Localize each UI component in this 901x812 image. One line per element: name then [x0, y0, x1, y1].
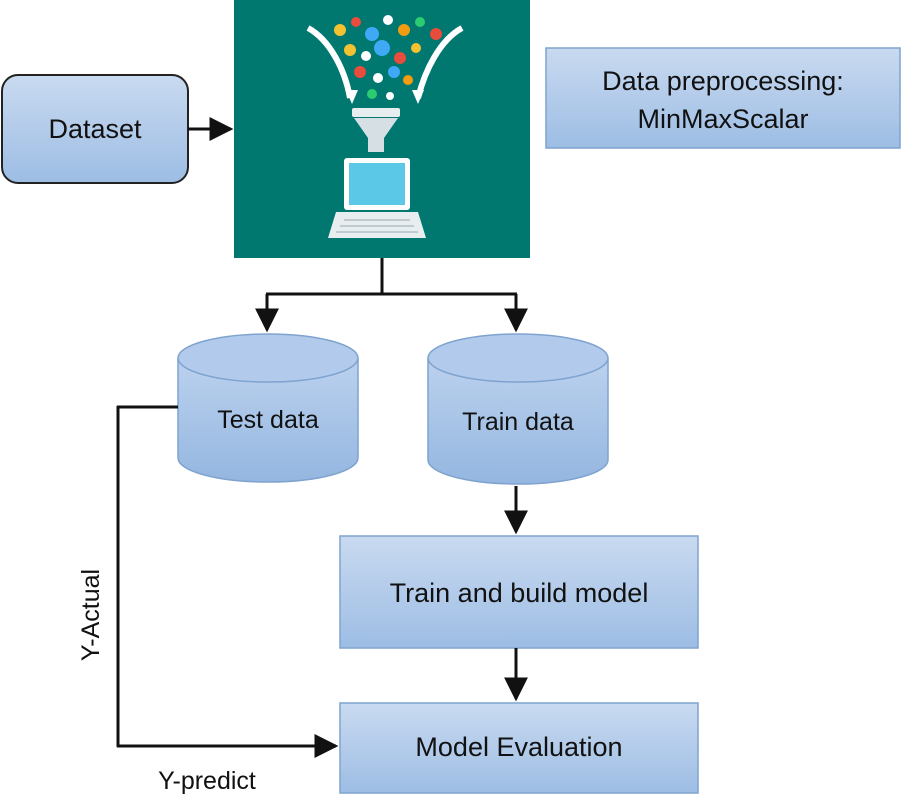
split-connector	[255, 258, 528, 333]
train-data-node: Train data	[427, 333, 609, 485]
y-predict-label: Y-predict	[158, 767, 256, 795]
data-funnel-laptop-icon	[234, 0, 530, 258]
y-actual-label: Y-Actual	[77, 569, 105, 661]
model-evaluation-node: Model Evaluation	[339, 702, 699, 794]
test-data-label: Test data	[217, 406, 319, 434]
model-evaluation-label: Model Evaluation	[415, 732, 622, 762]
test-to-evaluation-connector	[116, 405, 339, 758]
preprocessing-label-line2: MinMaxScalar	[637, 104, 808, 134]
preprocessing-label-line1: Data preprocessing:	[602, 66, 844, 96]
test-data-node: Test data	[177, 333, 359, 483]
train-model-node: Train and build model	[339, 535, 699, 649]
preprocessing-node: Data preprocessing: MinMaxScalar	[545, 47, 901, 149]
dataset-label: Dataset	[48, 114, 142, 144]
dataset-node: Dataset	[1, 74, 189, 184]
train-model-label: Train and build model	[390, 578, 649, 608]
train-data-label: Train data	[462, 408, 574, 436]
